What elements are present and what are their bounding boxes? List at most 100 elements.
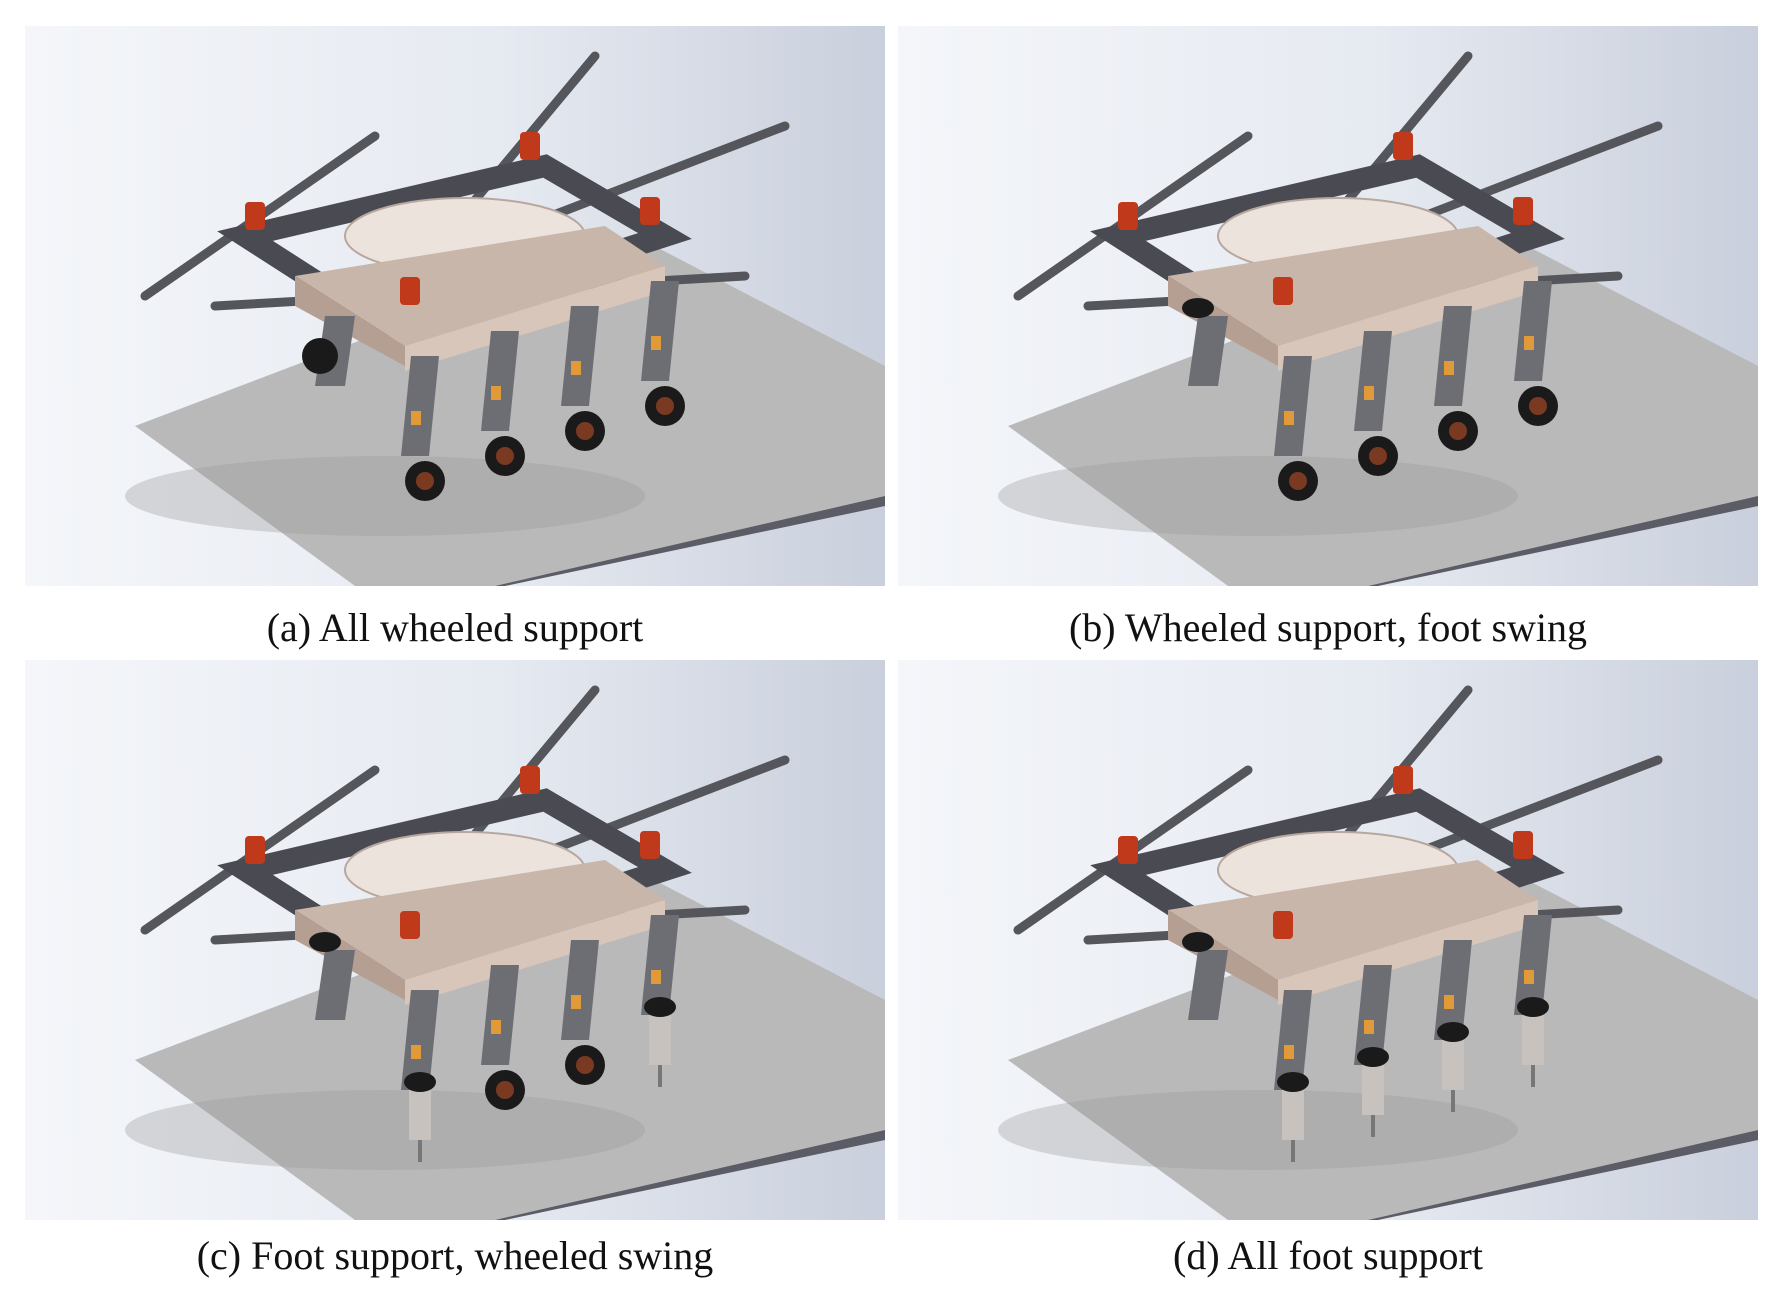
panel-b-caption: (b) Wheeled support, foot swing <box>1068 605 1588 650</box>
body-top <box>295 860 665 980</box>
wheel-hub <box>656 397 674 415</box>
leg-joint <box>1364 1020 1374 1034</box>
shadow <box>125 1090 645 1170</box>
foot <box>1282 1090 1304 1140</box>
wheel-hub <box>416 472 434 490</box>
leg <box>1514 281 1552 381</box>
leg-joint <box>1444 995 1454 1009</box>
body-front <box>1278 900 1538 1005</box>
leg-joint <box>1444 361 1454 375</box>
leg-joint <box>1284 1045 1294 1059</box>
shadow <box>998 1090 1518 1170</box>
side-leg <box>315 950 355 1020</box>
motor <box>245 202 265 230</box>
side-wheel-raised <box>1182 298 1214 318</box>
wheel-raised <box>1357 1047 1389 1067</box>
motor <box>520 132 540 160</box>
body-front <box>1278 266 1538 371</box>
motor <box>245 836 265 864</box>
rotor-blade <box>1393 755 1663 865</box>
wheel-hub <box>1529 397 1547 415</box>
motor <box>640 197 660 225</box>
leg <box>641 281 679 381</box>
leg <box>1354 331 1392 431</box>
wheel-raised <box>1437 1022 1469 1042</box>
foot <box>1442 1040 1464 1090</box>
leg <box>561 940 599 1040</box>
leg <box>481 331 519 431</box>
wheel-hub <box>1289 472 1307 490</box>
wheel-hub <box>1449 422 1467 440</box>
leg-joint <box>1524 336 1534 350</box>
robot-render-c <box>25 660 885 1220</box>
motor <box>1393 132 1413 160</box>
foot <box>409 1090 431 1140</box>
motor <box>1513 197 1533 225</box>
panel-b-image <box>898 26 1758 586</box>
leg-joint <box>411 411 421 425</box>
motor <box>640 831 660 859</box>
leg <box>1274 990 1312 1090</box>
leg-joint <box>491 386 501 400</box>
panel-c-caption: (c) Foot support, wheeled swing <box>196 1233 714 1278</box>
leg <box>401 990 439 1090</box>
robot-render-a <box>25 26 885 586</box>
motor <box>1273 277 1293 305</box>
motor <box>1118 202 1138 230</box>
leg <box>1434 940 1472 1040</box>
wheel-raised <box>644 997 676 1017</box>
wheel-hub <box>496 1081 514 1099</box>
leg-joint <box>1524 970 1534 984</box>
leg <box>641 915 679 1015</box>
leg <box>401 356 439 456</box>
robot-render-b <box>898 26 1758 586</box>
leg-joint <box>491 1020 501 1034</box>
leg-joint <box>571 361 581 375</box>
motor <box>1273 911 1293 939</box>
motor <box>1118 836 1138 864</box>
side-leg <box>1188 950 1228 1020</box>
body-top <box>295 226 665 346</box>
rotor-blade <box>520 755 790 865</box>
motor <box>1513 831 1533 859</box>
motor <box>520 766 540 794</box>
wheel-hub <box>576 422 594 440</box>
wheel-hub <box>1369 447 1387 465</box>
leg <box>1354 965 1392 1065</box>
panel-d-image <box>898 660 1758 1220</box>
wheel-hub <box>576 1056 594 1074</box>
leg <box>1274 356 1312 456</box>
leg <box>1514 915 1552 1015</box>
leg-joint <box>411 1045 421 1059</box>
shadow <box>998 456 1518 536</box>
side-wheel-raised <box>309 932 341 952</box>
motor <box>400 277 420 305</box>
leg-joint <box>1364 386 1374 400</box>
body-top <box>1168 860 1538 980</box>
panel-a-caption: (a) All wheeled support <box>266 605 644 650</box>
side-wheel <box>302 338 338 374</box>
robot-render-d <box>898 660 1758 1220</box>
body-front <box>405 266 665 371</box>
motor <box>1393 766 1413 794</box>
leg <box>1434 306 1472 406</box>
wheel-hub <box>496 447 514 465</box>
body-top <box>1168 226 1538 346</box>
leg-joint <box>571 995 581 1009</box>
rotor-blade <box>1393 121 1663 231</box>
foot <box>649 1015 671 1065</box>
leg <box>481 965 519 1065</box>
shadow <box>125 456 645 536</box>
foot <box>1522 1015 1544 1065</box>
wheel-raised <box>404 1072 436 1092</box>
wheel-raised <box>1517 997 1549 1017</box>
motor <box>400 911 420 939</box>
leg-joint <box>651 970 661 984</box>
side-wheel-raised <box>1182 932 1214 952</box>
panel-a-image <box>25 26 885 586</box>
panel-c-image <box>25 660 885 1220</box>
leg-joint <box>651 336 661 350</box>
wheel-raised <box>1277 1072 1309 1092</box>
rotor-blade <box>520 121 790 231</box>
leg <box>561 306 599 406</box>
